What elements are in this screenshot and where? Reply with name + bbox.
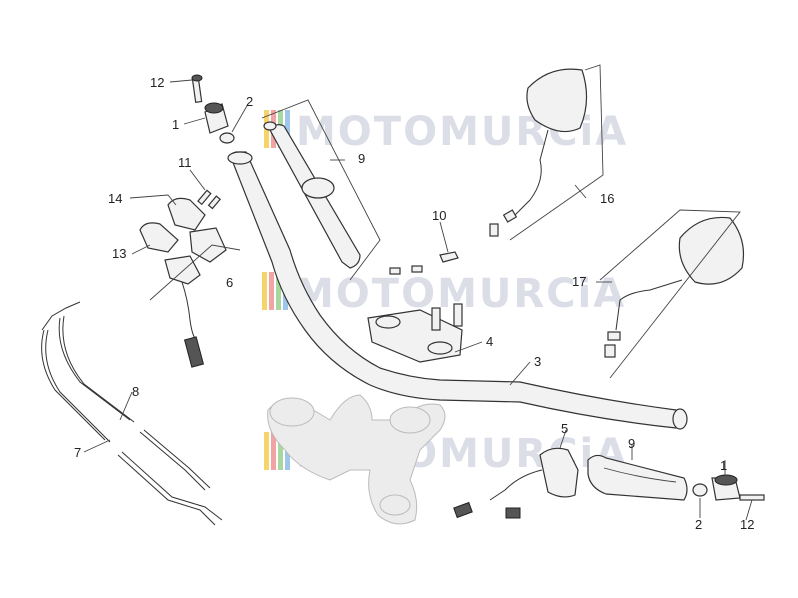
bracket-9-outline bbox=[261, 99, 381, 281]
bracket-17-outline bbox=[599, 209, 741, 379]
bracket-16-outline bbox=[509, 64, 604, 241]
switch-wire-connector bbox=[181, 281, 205, 368]
mirror-right bbox=[489, 68, 588, 237]
callout-17: 17 bbox=[572, 274, 586, 289]
bar-end-screw-right bbox=[739, 494, 765, 501]
callout-12-top: 12 bbox=[150, 75, 164, 90]
callout-1-top: 1 bbox=[172, 117, 179, 132]
callout-9-upper: 9 bbox=[358, 151, 365, 166]
small-screws bbox=[197, 189, 222, 210]
riser-bolts bbox=[389, 265, 423, 275]
callout-8: 8 bbox=[132, 384, 139, 399]
callout-7: 7 bbox=[74, 445, 81, 460]
wm-stripe bbox=[264, 432, 269, 470]
callout-2-right: 2 bbox=[695, 517, 702, 532]
callout-4: 4 bbox=[486, 334, 493, 349]
switch-housing-upper bbox=[167, 197, 206, 231]
callout-13: 13 bbox=[112, 246, 126, 261]
callout-5: 5 bbox=[561, 421, 568, 436]
spacer-right bbox=[692, 483, 708, 497]
bar-end-weight-top bbox=[204, 102, 229, 134]
callout-3: 3 bbox=[534, 354, 541, 369]
wm-stripe bbox=[269, 272, 274, 310]
switch-right bbox=[453, 447, 579, 519]
callout-12-right: 12 bbox=[740, 517, 754, 532]
bar-end-screw-top bbox=[191, 74, 203, 103]
riser-clamp bbox=[367, 303, 463, 363]
callout-2-top: 2 bbox=[246, 94, 253, 109]
callout-6: 6 bbox=[226, 275, 233, 290]
wm-stripe bbox=[271, 432, 276, 470]
grip-right bbox=[587, 454, 688, 501]
callout-9-lower: 9 bbox=[628, 436, 635, 451]
handlebar bbox=[227, 151, 688, 430]
callout-16: 16 bbox=[600, 191, 614, 206]
wm-stripe bbox=[285, 110, 290, 148]
callout-10: 10 bbox=[432, 208, 446, 223]
bar-end-weight-right bbox=[711, 474, 741, 501]
callout-11: 11 bbox=[178, 155, 192, 170]
switch-housing-lower bbox=[139, 222, 179, 253]
spacer-top bbox=[219, 132, 235, 144]
wm-stripe bbox=[262, 272, 267, 310]
callout-1-right: 1 bbox=[720, 458, 727, 473]
leader-lines bbox=[83, 79, 753, 521]
mirror-left bbox=[604, 216, 745, 358]
throttle-cables bbox=[41, 301, 223, 526]
callout-14: 14 bbox=[108, 191, 122, 206]
grip-left bbox=[263, 121, 361, 269]
badge-plate bbox=[439, 251, 459, 263]
ghost-triple-clamp bbox=[267, 394, 446, 525]
wm-stripe bbox=[276, 272, 281, 310]
bracket-6-outline bbox=[149, 244, 241, 301]
callout-labels: 12 1 2 11 14 13 6 9 10 16 17 4 3 8 7 5 9… bbox=[74, 75, 754, 532]
wm-stripe bbox=[278, 432, 283, 470]
